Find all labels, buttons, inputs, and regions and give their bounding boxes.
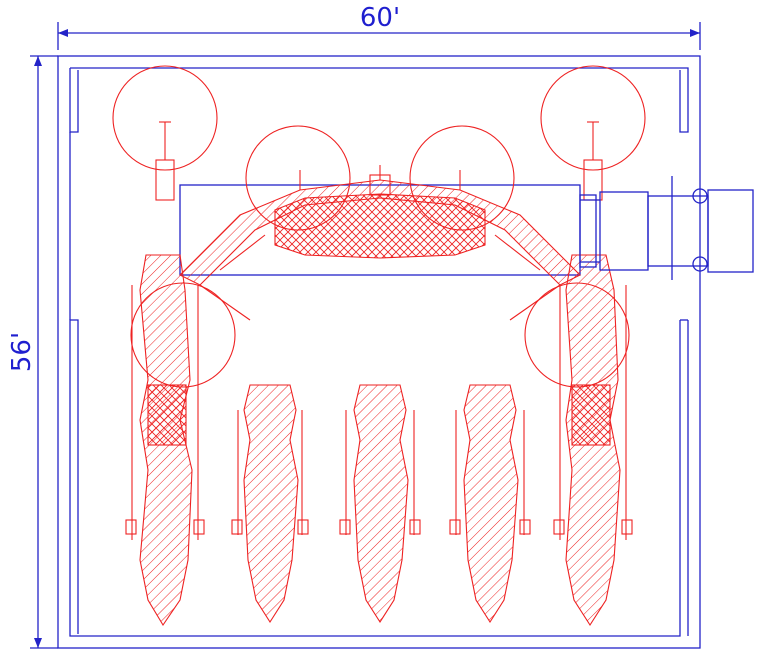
height-label: 56' — [7, 332, 37, 372]
top-masts — [155, 121, 603, 201]
parked-unit-3 — [449, 384, 531, 624]
width-dimension: 60' — [57, 3, 701, 50]
parked-unit-2 — [339, 384, 421, 624]
right-long-unit — [553, 254, 633, 627]
vehicle-icon — [579, 176, 754, 280]
parked-unit-1 — [231, 384, 309, 624]
arch-assembly — [179, 165, 581, 321]
height-dimension: 56' — [7, 55, 58, 649]
width-label: 60' — [360, 3, 400, 33]
building-walls — [57, 55, 701, 649]
left-long-unit — [125, 254, 205, 627]
